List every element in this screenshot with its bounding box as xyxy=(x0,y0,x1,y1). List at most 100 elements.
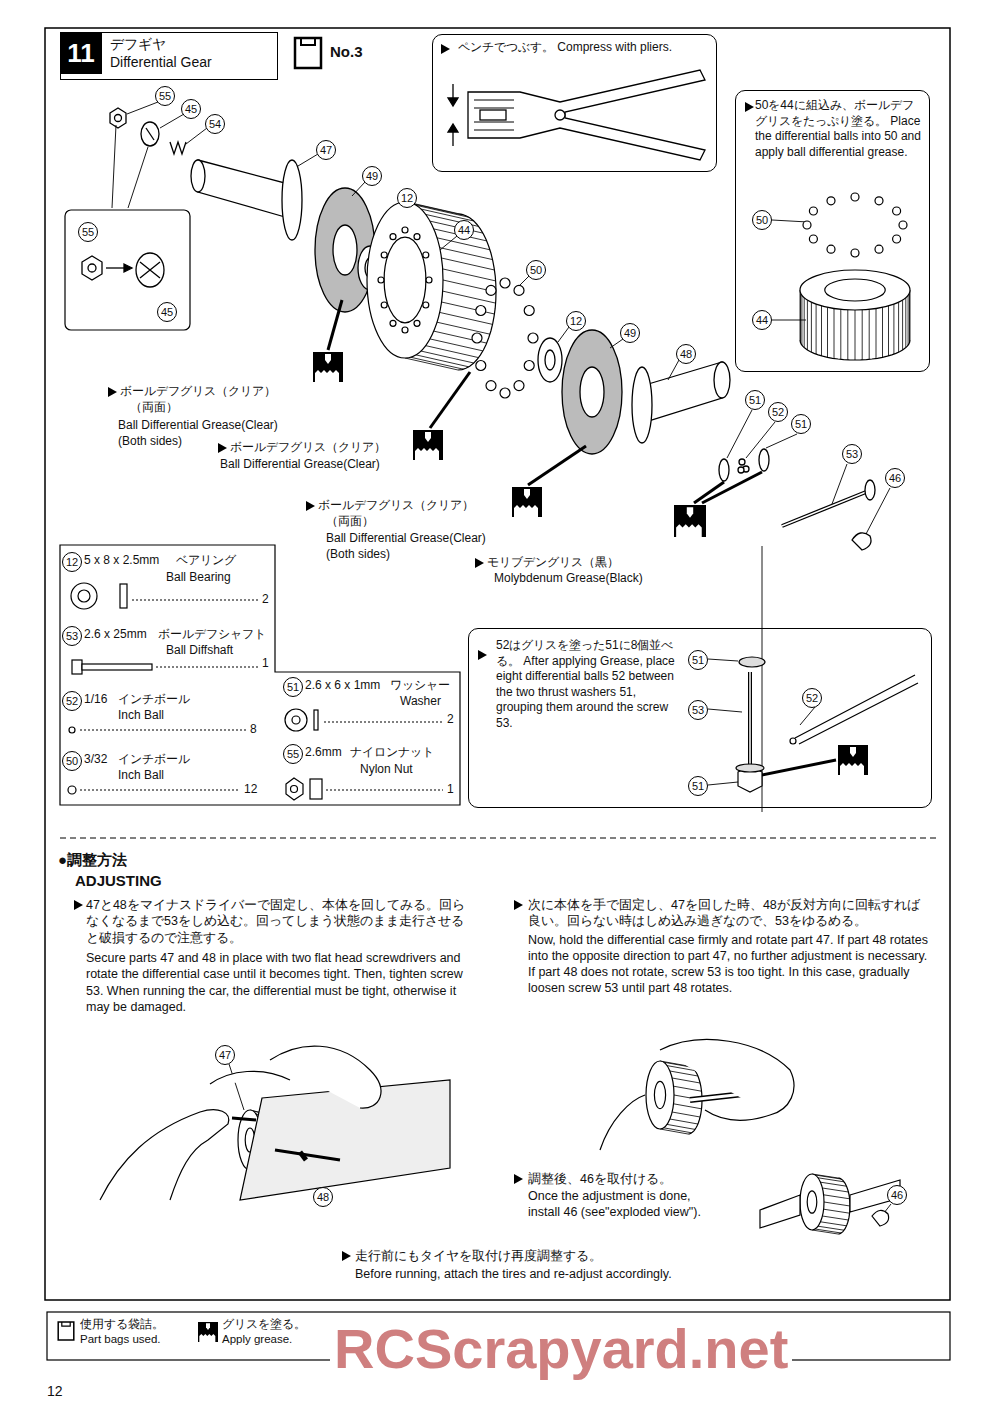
callout-number: 44 xyxy=(752,310,772,330)
leader-lines xyxy=(558,327,569,342)
adjust-left-art xyxy=(232,1118,256,1120)
illustration xyxy=(838,745,868,775)
label-text: 5 x 8 x 2.5mm xyxy=(84,553,159,569)
parts xyxy=(110,108,126,128)
part-icons xyxy=(285,709,307,731)
callout-number: 47 xyxy=(215,1045,235,1065)
callout-number: 48 xyxy=(313,1187,333,1207)
leader-lines xyxy=(112,102,891,1218)
step-heading: 11デフギヤ Differential Gear xyxy=(60,32,278,80)
part-icons xyxy=(314,710,318,730)
part-icons xyxy=(324,721,443,722)
leader-lines xyxy=(708,782,738,785)
parts xyxy=(865,480,875,500)
label-text: (Both sides) xyxy=(118,434,182,450)
adjust-right-art xyxy=(600,1095,645,1150)
leader-lines xyxy=(772,220,808,222)
label-text: 1 xyxy=(262,656,269,672)
generated-art xyxy=(809,235,817,243)
label-text: Ball Bearing xyxy=(166,570,231,586)
label-text: 1/16 xyxy=(84,692,107,708)
callout-number: 51 xyxy=(688,650,708,670)
adjust-left-art xyxy=(100,1110,229,1200)
label-text: Ball Diffshaft xyxy=(166,643,233,659)
parts xyxy=(759,449,769,471)
parts xyxy=(146,128,154,140)
generated-art xyxy=(524,306,534,316)
grease-wedges xyxy=(752,760,836,777)
illustration xyxy=(413,430,443,460)
legend-text: グリスを塗る。 Apply grease. xyxy=(222,1317,317,1347)
washer-inset-art xyxy=(748,672,752,770)
callout-number: 52 xyxy=(768,402,788,422)
callout-number: 12 xyxy=(62,552,82,572)
washer-inset-art xyxy=(749,672,751,770)
generated-art xyxy=(414,320,420,326)
generated-art xyxy=(807,1191,817,1213)
label-text: (Both sides) xyxy=(326,547,390,563)
callout-number: 46 xyxy=(885,468,905,488)
pliers xyxy=(468,70,705,160)
label-text: Once the adjustment is done, install 46 … xyxy=(528,1188,718,1221)
label-text: Secure parts 47 and 48 in place with two… xyxy=(86,950,466,1015)
generated-art xyxy=(803,221,811,229)
label-text: ●調整方法 xyxy=(58,850,127,870)
callout-number: 48 xyxy=(676,344,696,364)
step-number: 11 xyxy=(60,32,102,74)
parts xyxy=(545,350,555,370)
label-text: Before running, attach the tires and re-… xyxy=(355,1266,672,1282)
generated-art xyxy=(514,381,524,391)
pliers xyxy=(448,124,458,132)
generated-art xyxy=(825,279,886,301)
illustration xyxy=(58,1322,74,1340)
callout-number: 12 xyxy=(397,188,417,208)
note-text: 50を44に組込み、ボールデフグリスをたっぷり塗る。 Place the dif… xyxy=(755,98,923,160)
washer-inset-art xyxy=(736,764,764,772)
arrow-marks xyxy=(514,900,523,910)
pliers xyxy=(474,100,514,130)
generated-art xyxy=(500,278,510,288)
parts xyxy=(632,367,652,443)
part-icons xyxy=(292,716,300,724)
label-text: 2.6 x 6 x 1mm xyxy=(305,678,380,694)
label-text: Molybdenum Grease(Black) xyxy=(494,571,643,587)
arrow-marks xyxy=(342,1251,351,1261)
generated-art xyxy=(402,327,408,333)
part-icons xyxy=(68,786,76,794)
washer-inset-art xyxy=(736,657,918,792)
generated-art xyxy=(381,252,387,258)
generated-art xyxy=(472,333,482,343)
watermark: RCScrapyard.net xyxy=(330,1318,792,1380)
part-icons xyxy=(120,584,127,608)
parts xyxy=(538,338,562,382)
parts xyxy=(82,108,875,550)
illustration xyxy=(512,487,542,517)
leader-lines xyxy=(112,125,116,208)
part-icons xyxy=(80,729,246,730)
note-text: ペンチでつぶす。 Compress with pliers. xyxy=(458,40,678,56)
arrow-marks xyxy=(745,102,754,112)
leader-lines xyxy=(229,1064,244,1110)
parts xyxy=(714,362,730,398)
arrow-marks xyxy=(441,44,450,54)
grease-wedges xyxy=(528,446,586,485)
label-text: （両面） xyxy=(326,514,374,530)
generated-art xyxy=(893,235,901,243)
pliers xyxy=(480,110,506,120)
adjust-left-art xyxy=(210,1071,290,1084)
parts xyxy=(645,362,722,422)
label-text: 走行前にもタイヤを取付け再度調整する。 xyxy=(355,1248,602,1264)
generated-art xyxy=(514,285,524,295)
label-text: 調整後、46を取付ける。 xyxy=(528,1171,672,1187)
grease-wedges xyxy=(702,472,762,503)
generated-art xyxy=(402,227,408,233)
generated-art xyxy=(238,193,910,1234)
adjust-right-art xyxy=(600,1040,794,1150)
illustration xyxy=(295,38,321,68)
parts xyxy=(198,160,285,217)
leader-lines xyxy=(708,659,738,661)
frame xyxy=(45,28,950,1300)
generated-art xyxy=(423,252,429,258)
generated-art xyxy=(800,270,910,310)
parts xyxy=(852,533,871,550)
